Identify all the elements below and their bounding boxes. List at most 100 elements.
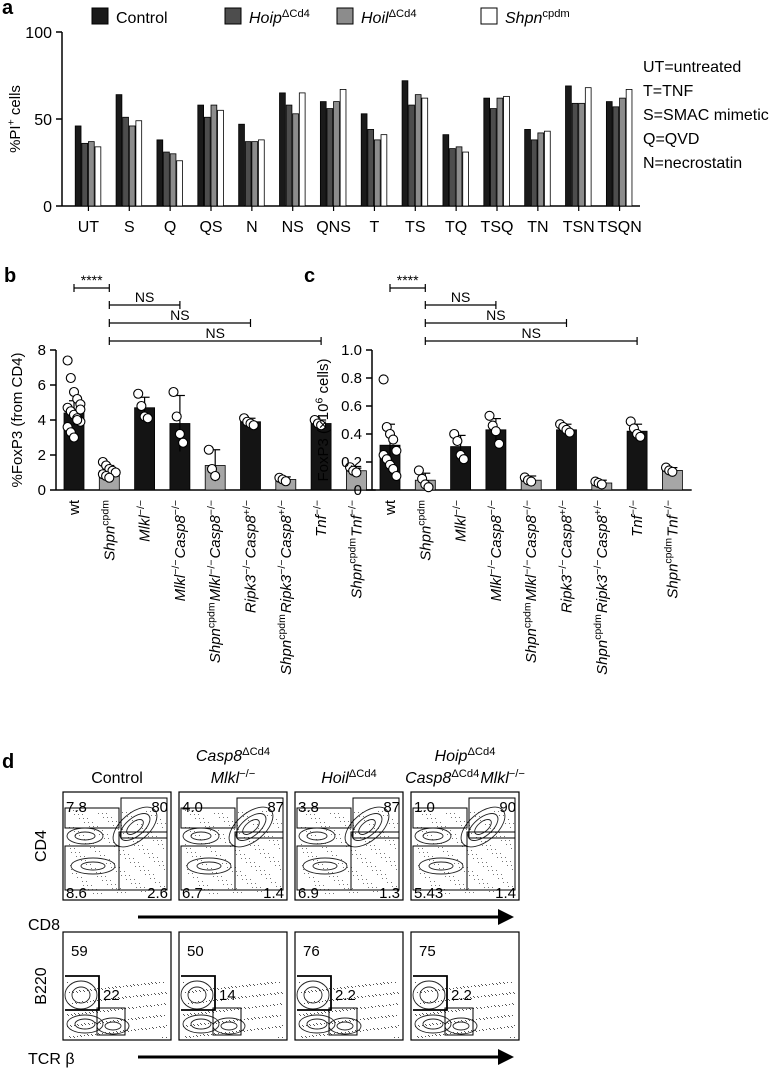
event-dot [309, 1036, 310, 1037]
y-axis-label-post: cells) [315, 359, 332, 398]
event-dot [142, 845, 143, 846]
x-tick-label-sup: −/− [522, 560, 534, 575]
event-dot [461, 825, 462, 826]
event-dot [83, 818, 84, 819]
event-dot [222, 813, 223, 814]
event-dot [428, 1035, 429, 1036]
event-dot [332, 999, 333, 1000]
event-dot [435, 1034, 436, 1035]
event-dot [477, 875, 478, 876]
event-dot [108, 821, 109, 822]
event-dot [425, 992, 426, 993]
event-dot [366, 985, 367, 986]
event-dot [238, 997, 239, 998]
event-dot [260, 870, 261, 871]
event-dot [355, 850, 356, 851]
event-dot [75, 852, 76, 853]
bar [176, 160, 183, 207]
event-dot [480, 1019, 481, 1020]
event-dot [466, 1009, 467, 1010]
event-dot [453, 1032, 454, 1033]
event-dot [367, 883, 368, 884]
event-dot [120, 888, 121, 889]
x-tick-label: QNS [316, 219, 351, 236]
event-dot [144, 887, 145, 888]
event-dot [219, 834, 220, 835]
event-dot [504, 1027, 505, 1028]
event-dot [157, 1016, 158, 1017]
event-dot [270, 861, 271, 862]
gate-value: 90 [499, 799, 516, 816]
gate-tcrb [96, 1007, 126, 1036]
event-dot [118, 997, 119, 998]
event-dot [278, 861, 279, 862]
event-dot [352, 871, 353, 872]
event-dot [237, 892, 238, 893]
event-dot [72, 1015, 73, 1016]
legend-note: UT=untreated [643, 59, 741, 76]
event-dot [331, 1022, 332, 1023]
data-point [68, 432, 80, 443]
event-dot [500, 836, 501, 837]
event-dot [470, 829, 471, 830]
event-dot [155, 815, 156, 816]
data-point [72, 414, 83, 426]
event-dot [123, 833, 124, 834]
event-dot [90, 1013, 91, 1014]
event-dot [77, 1036, 78, 1037]
event-dot [322, 847, 323, 848]
column-title: HoilΔCd4​ [321, 768, 377, 787]
event-dot [311, 1014, 312, 1015]
event-dot [74, 814, 75, 815]
event-dot [233, 1020, 234, 1021]
event-dot [427, 818, 428, 819]
event-dot [336, 838, 337, 839]
event-dot [302, 865, 303, 866]
event-dot [99, 834, 100, 835]
bar [333, 101, 340, 207]
event-dot [202, 864, 203, 865]
event-dot [339, 884, 340, 885]
event-dot [210, 1001, 211, 1002]
event-dot [163, 865, 164, 866]
gate-value: 2.2 [451, 987, 472, 1004]
event-dot [132, 820, 133, 821]
event-dot [100, 855, 101, 856]
event-dot [219, 1022, 220, 1023]
event-dot [140, 870, 141, 871]
event-dot [350, 1021, 351, 1022]
data-point [564, 427, 575, 438]
event-dot [241, 858, 242, 859]
event-dot [149, 857, 150, 858]
gate-value: 59 [71, 943, 88, 960]
event-dot [194, 831, 195, 832]
event-dot [388, 983, 389, 984]
event-dot [258, 845, 259, 846]
event-dot [117, 1020, 118, 1021]
event-dot [276, 1015, 277, 1016]
event-dot [192, 873, 193, 874]
event-dot [119, 986, 120, 987]
event-dot [424, 856, 425, 857]
event-dot [498, 1017, 499, 1018]
event-dot [390, 844, 391, 845]
event-dot [377, 891, 378, 892]
event-dot [378, 1017, 379, 1018]
event-dot [183, 982, 184, 983]
event-dot [193, 1036, 194, 1037]
event-dot [454, 813, 455, 814]
event-dot [236, 987, 237, 988]
contour [336, 1021, 354, 1031]
event-dot [388, 1027, 389, 1028]
event-dot [94, 1001, 95, 1002]
x-tick-label-sup: −/− [451, 500, 463, 515]
event-dot [114, 1009, 115, 1010]
bar [203, 116, 211, 207]
event-dot [473, 858, 474, 859]
gate-tcrb [328, 1007, 358, 1036]
event-dot [79, 852, 80, 853]
legend-swatch [224, 7, 242, 25]
event-dot [79, 835, 80, 836]
event-dot [319, 1034, 320, 1035]
event-dot [211, 1022, 212, 1023]
